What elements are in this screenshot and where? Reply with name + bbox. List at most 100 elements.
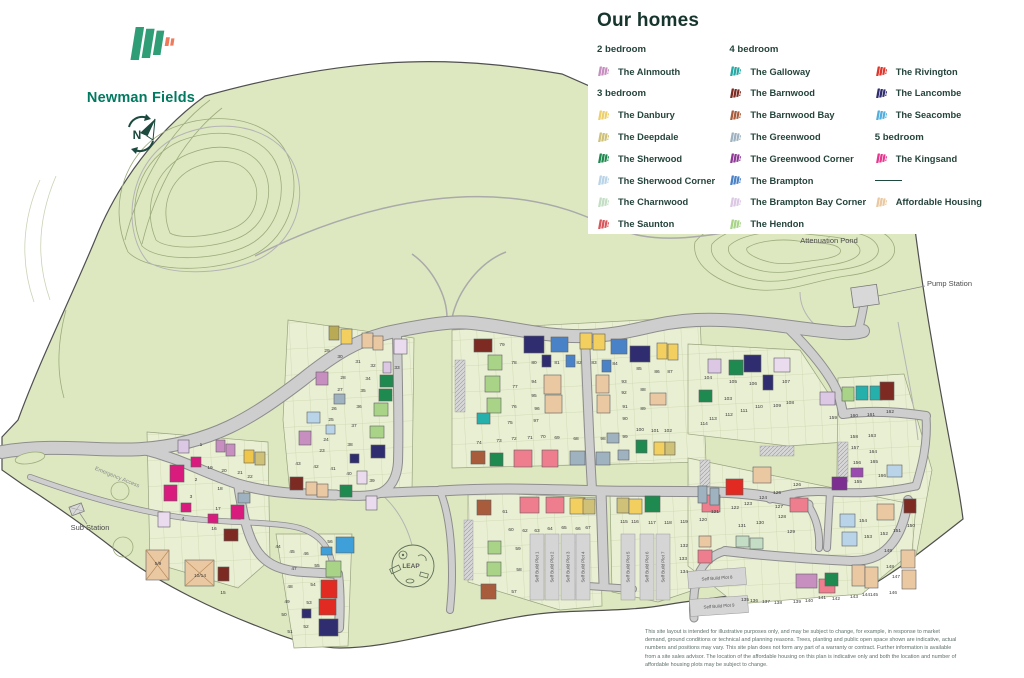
plot-building: [789, 497, 809, 513]
plot-building: [487, 540, 502, 555]
plot-number: 163: [868, 433, 876, 439]
plot-number: 64: [547, 526, 553, 532]
plot-number: 1: [200, 442, 203, 448]
plot-building: [545, 496, 565, 514]
home-type-icon: [597, 196, 611, 209]
legend-item: The Danbury: [597, 104, 729, 126]
plot-number: 105: [729, 379, 737, 385]
plot-number: 107: [782, 379, 790, 385]
plot-number: 151: [893, 528, 901, 534]
plot-building: [289, 476, 304, 491]
plot-building: [725, 478, 744, 496]
plot-number: 111: [740, 408, 748, 414]
plot-number: 143: [850, 594, 858, 600]
plot-building: [225, 443, 236, 457]
plot-building: [320, 546, 333, 556]
plot-number: 54: [310, 582, 316, 588]
plot-number: 53: [306, 600, 312, 606]
legend-item: The Lancombe: [875, 83, 1024, 105]
plot-number: 144: [862, 592, 870, 598]
plot-number: 3: [190, 494, 193, 500]
self-build-plot: [655, 533, 671, 601]
plot-building: [365, 495, 378, 511]
plot-number: 162: [886, 409, 894, 415]
plot-number: 60: [508, 527, 514, 533]
plot-number: 100: [636, 427, 644, 433]
plot-building: [215, 439, 226, 453]
plot-number: 40: [346, 471, 352, 477]
north-arrow-icon: N: [128, 114, 156, 154]
plot-number: 146: [889, 590, 897, 596]
legend-item-label: The Danbury: [618, 110, 675, 121]
parking-courts: [454, 359, 849, 581]
plot-number: 97: [533, 418, 539, 424]
plot-number: 133: [679, 556, 687, 562]
legend-item-label: The Brampton: [750, 175, 814, 186]
plot-number: 59: [515, 546, 521, 552]
self-build-plot-label: Self Build Plot 9: [703, 602, 735, 609]
plot-building: [393, 338, 408, 355]
plot-building: [635, 439, 648, 454]
legend-item: The Deepdale: [597, 126, 729, 148]
self-build-plot: [620, 533, 636, 601]
self-build-plot: [560, 533, 576, 601]
plot-building: [649, 392, 667, 406]
plot-number: 83: [591, 360, 597, 366]
self-build-plot: [687, 567, 747, 589]
plot-number: 18: [217, 486, 223, 492]
development-name: Newman Fields: [86, 90, 196, 106]
plot-building: [864, 566, 879, 589]
plot-number: 29: [324, 348, 330, 354]
plot-number: 31: [355, 359, 361, 365]
self-build-plot-label: Self Build Plot 1: [535, 551, 540, 583]
plot-building: [569, 450, 586, 466]
plot-number: 90: [622, 416, 628, 422]
plot-building: [379, 374, 394, 388]
plot-building: [473, 338, 493, 353]
plot-number: 44: [275, 544, 281, 550]
plot-number: 25: [328, 417, 334, 423]
plot-building: [617, 449, 630, 461]
legend-item: The Greenwood Corner: [729, 148, 874, 170]
plot-number: 86: [654, 369, 660, 375]
plot-building: [369, 425, 385, 439]
plot-building: [596, 394, 611, 414]
plot-number: 50: [281, 612, 287, 618]
plot-number: 95: [531, 393, 537, 399]
plot-building: [306, 411, 321, 424]
legend-item-label: The Greenwood: [750, 132, 821, 143]
plot-number: 42: [313, 464, 319, 470]
apartment-roof-lines: [145, 549, 170, 581]
plot-building: [735, 535, 750, 548]
plot-building: [480, 583, 497, 600]
plot-number: 17: [215, 506, 221, 512]
plot-number: 22: [247, 474, 253, 480]
plot-number: 142: [832, 596, 840, 602]
newman-fields-logo-icon: [130, 27, 175, 60]
plot-number: 150: [907, 523, 915, 529]
legend-item-label: The Lancombe: [895, 88, 962, 99]
legend-item: The Hendon: [729, 213, 874, 235]
plot-building: [328, 325, 340, 341]
plot-number: 159: [829, 415, 837, 421]
plot-building: [728, 359, 744, 376]
plot-building: [644, 495, 661, 513]
plot-number: 19: [207, 465, 213, 471]
plot-building: [298, 430, 312, 446]
plot-number: 80: [531, 360, 537, 366]
plot-number: 24: [323, 437, 329, 443]
offsite-contours: [24, 175, 57, 303]
plot-number: 27: [337, 387, 343, 393]
disclaimer-text: This site layout is intended for illustr…: [645, 629, 957, 668]
plot-number: 38: [347, 442, 353, 448]
plot-building: [886, 464, 903, 478]
plot-building: [217, 566, 230, 582]
plot-number: 28: [340, 375, 346, 381]
plot-building: [824, 572, 839, 587]
plot-number: 85: [636, 366, 642, 372]
plot-building: [831, 476, 848, 491]
plot-number: 122: [731, 505, 739, 511]
home-type-icon: [729, 218, 743, 231]
